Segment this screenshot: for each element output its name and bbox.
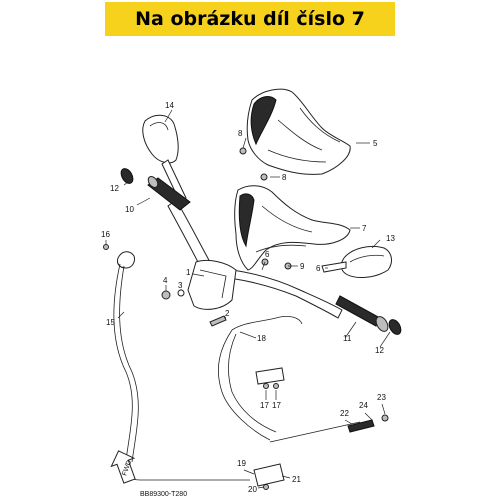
nut-23[interactable]: [381, 414, 389, 422]
left-grip[interactable]: [146, 175, 191, 211]
callout-12a: 12: [110, 184, 119, 193]
callout-6a: 6: [265, 250, 270, 259]
callout-23: 23: [377, 393, 386, 402]
leader-lines: [105, 109, 391, 489]
callout-24: 24: [359, 401, 368, 410]
callout-21: 21: [292, 475, 301, 484]
callout-8a: 8: [238, 129, 243, 138]
callout-15: 15: [106, 318, 115, 327]
callout-11: 11: [343, 334, 352, 343]
callout-19: 19: [237, 459, 246, 468]
cable-22[interactable]: [269, 419, 375, 443]
part-number-banner: Na obrázku díl číslo 7: [105, 2, 395, 36]
callout-20: 20: [248, 485, 257, 494]
throttle-housing[interactable]: [117, 251, 135, 269]
bolt-17-right[interactable]: [273, 383, 279, 389]
callout-7: 7: [362, 224, 367, 233]
nut-4[interactable]: [161, 290, 171, 300]
right-mirror[interactable]: [321, 245, 392, 278]
bolt-8-upper[interactable]: [239, 147, 247, 155]
callout-8b: 8: [282, 173, 287, 182]
bolt-8-lower[interactable]: [260, 173, 268, 181]
callout-9: 9: [300, 262, 305, 271]
left-mirror[interactable]: [142, 114, 187, 203]
callout-12b: 12: [375, 346, 384, 355]
callout-17a: 17: [260, 401, 269, 410]
callout-16: 16: [101, 230, 110, 239]
left-grip-end[interactable]: [119, 167, 136, 186]
bolt-17-left[interactable]: [263, 383, 269, 389]
callout-13: 13: [386, 234, 395, 243]
callout-17b: 17: [272, 401, 281, 410]
handlebar[interactable]: [167, 199, 343, 319]
bolt-20[interactable]: [263, 484, 269, 490]
callout-numbers: 14 5 8 8 12 10 7 13 6 9 6 1 4 3 2 15 16 …: [101, 101, 395, 494]
right-grip[interactable]: [335, 295, 390, 333]
callout-5: 5: [373, 139, 378, 148]
callout-4: 4: [163, 276, 168, 285]
fwd-arrow: FWD: [110, 450, 136, 484]
bolt-2[interactable]: [209, 315, 227, 327]
callout-3: 3: [178, 281, 183, 290]
diagram-code: BB89300-T280: [140, 491, 187, 498]
upper-handlebar-cover[interactable]: [246, 88, 351, 175]
cable-guide[interactable]: [255, 367, 285, 385]
clip-16[interactable]: [103, 244, 109, 250]
callout-10: 10: [125, 205, 134, 214]
banner-text: Na obrázku díl číslo 7: [135, 8, 365, 30]
callout-18: 18: [257, 334, 266, 343]
lower-handlebar-cover[interactable]: [234, 185, 351, 271]
callout-6b: 6: [316, 264, 321, 273]
washer-3[interactable]: [177, 289, 185, 297]
callout-22: 22: [340, 409, 349, 418]
brake-cable[interactable]: [217, 316, 303, 441]
callout-14: 14: [165, 101, 174, 110]
right-grip-end[interactable]: [387, 318, 404, 337]
callout-1: 1: [186, 268, 191, 277]
callout-2: 2: [225, 309, 230, 318]
cable-bracket[interactable]: [253, 463, 285, 487]
